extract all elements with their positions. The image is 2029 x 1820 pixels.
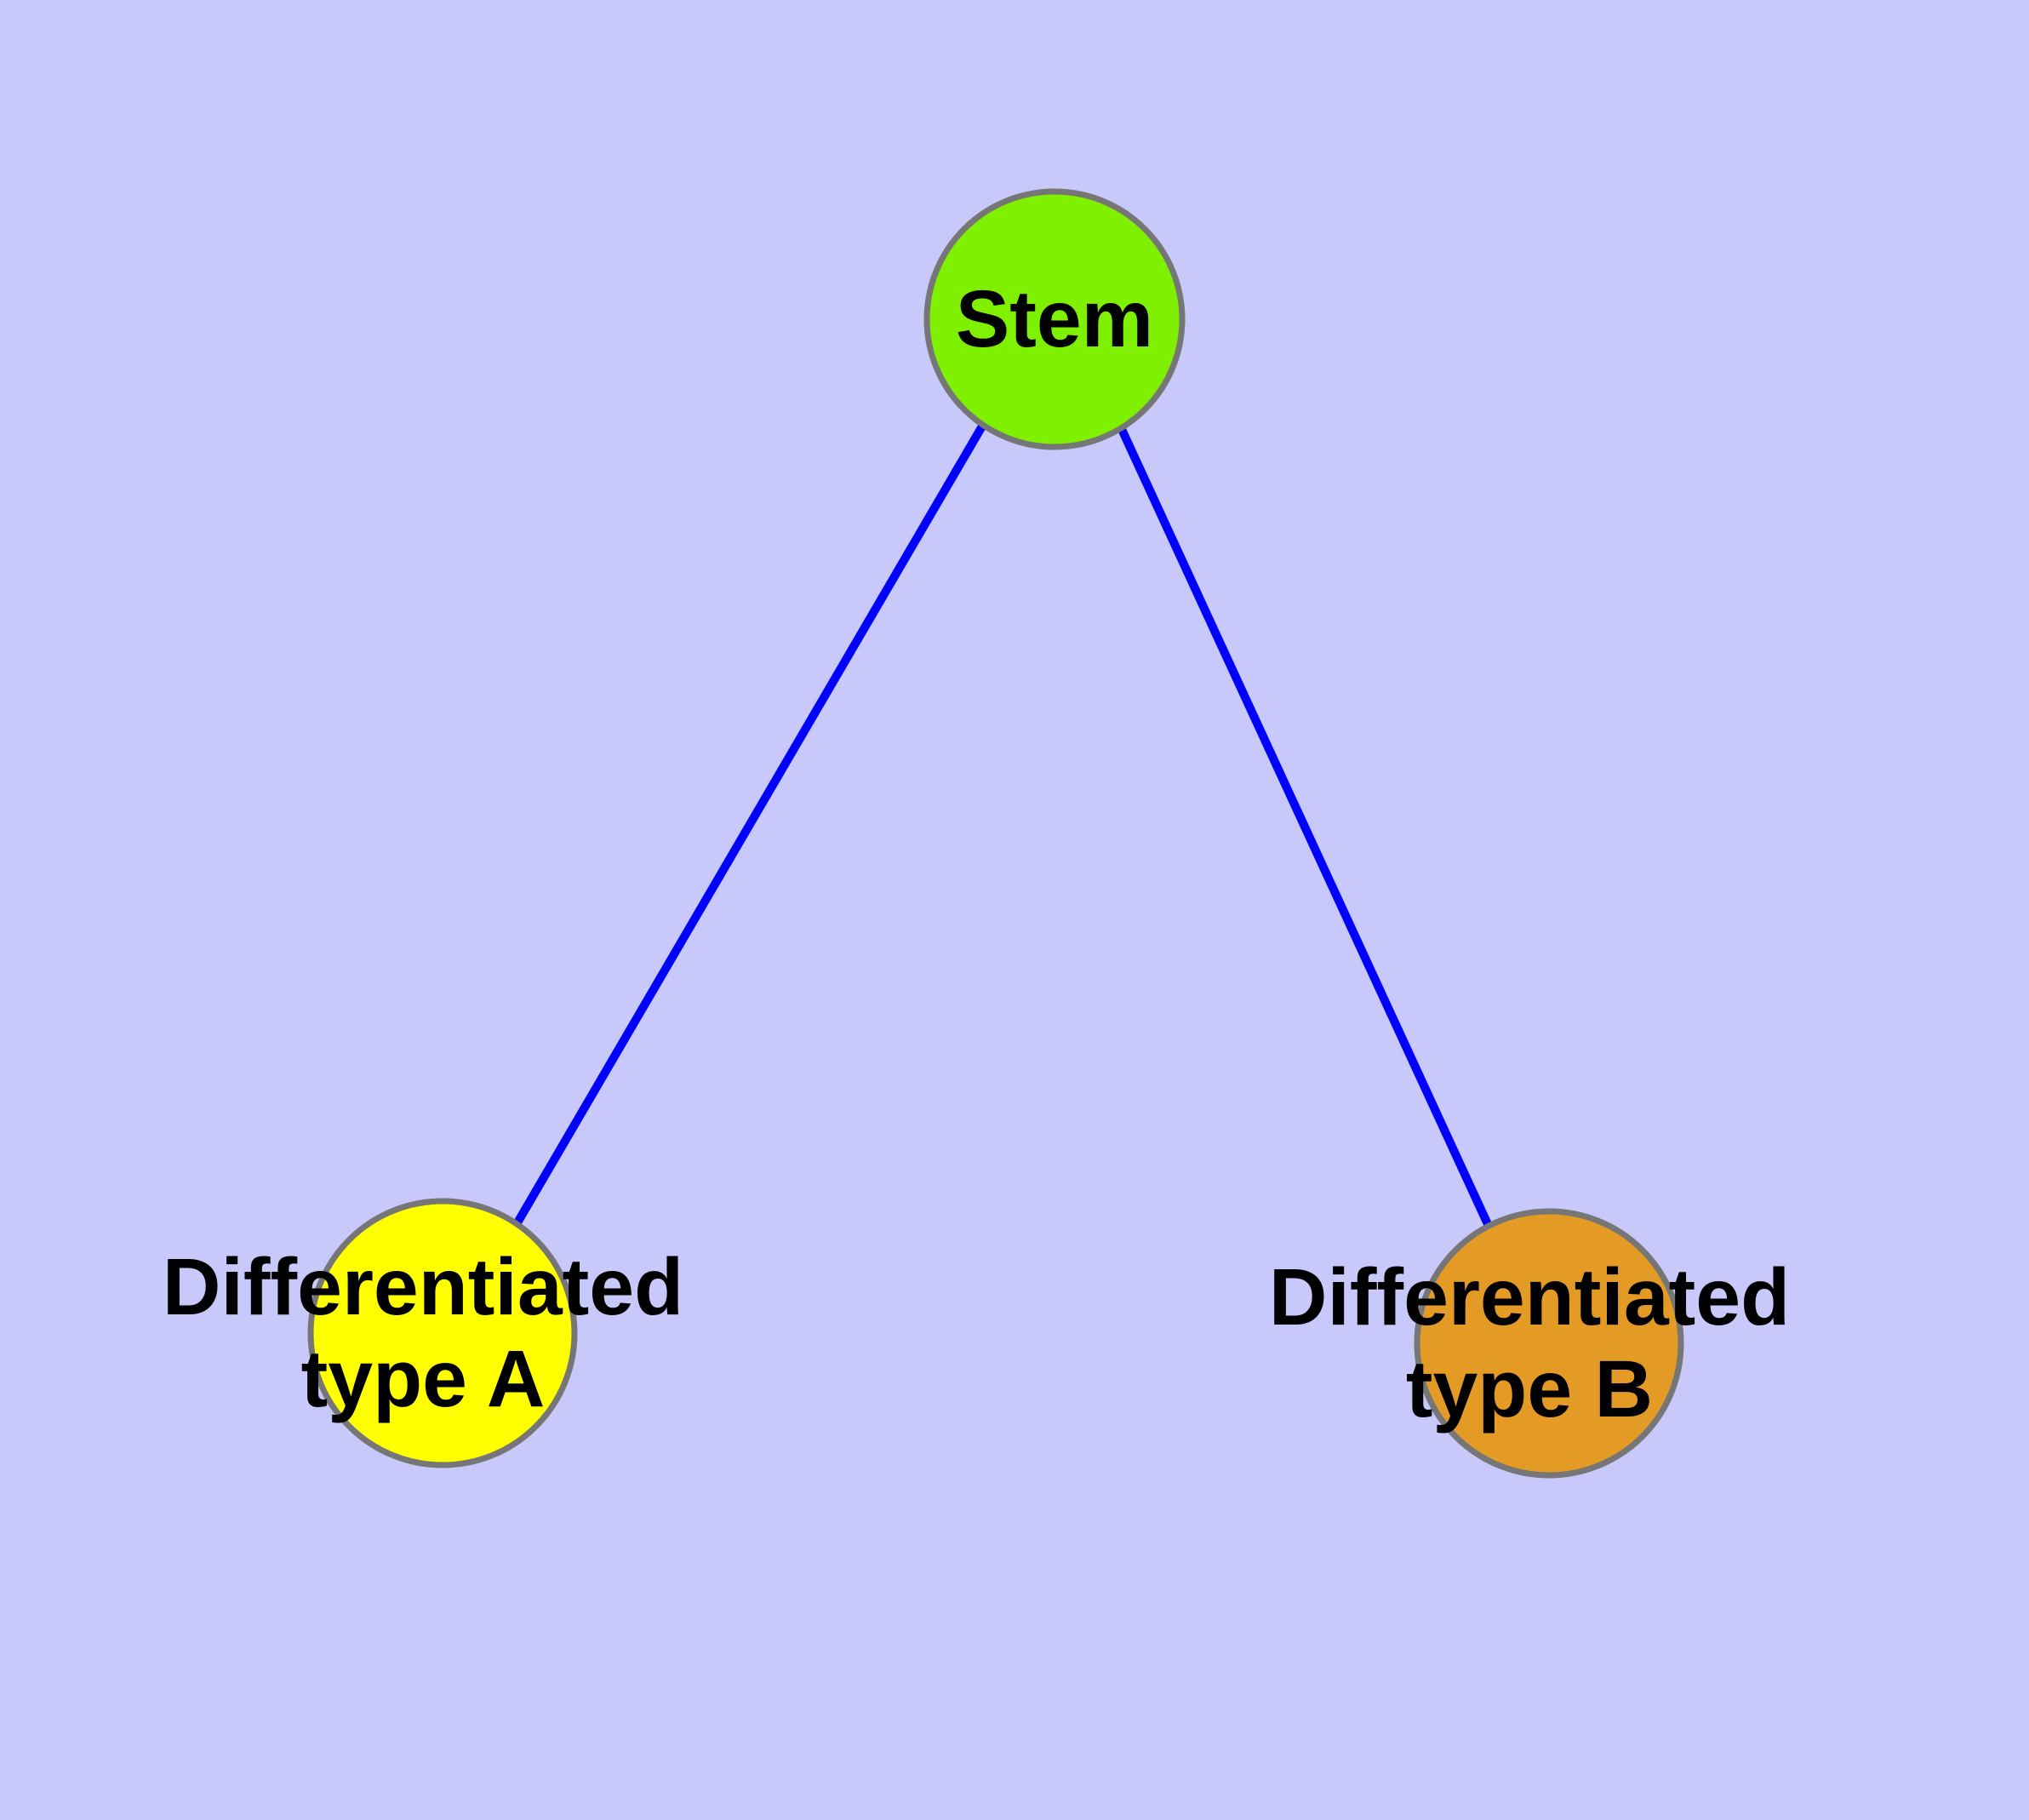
- node-diff-b-circle[interactable]: [1414, 1208, 1684, 1479]
- edge-stem-to-diff-a[interactable]: [512, 422, 987, 1227]
- edge-layer: [512, 422, 1492, 1227]
- node-stem-circle[interactable]: [923, 188, 1186, 450]
- node-diff-a-circle[interactable]: [307, 1198, 578, 1468]
- node-layer: [307, 188, 1684, 1479]
- edge-stem-to-diff-b[interactable]: [1116, 423, 1492, 1227]
